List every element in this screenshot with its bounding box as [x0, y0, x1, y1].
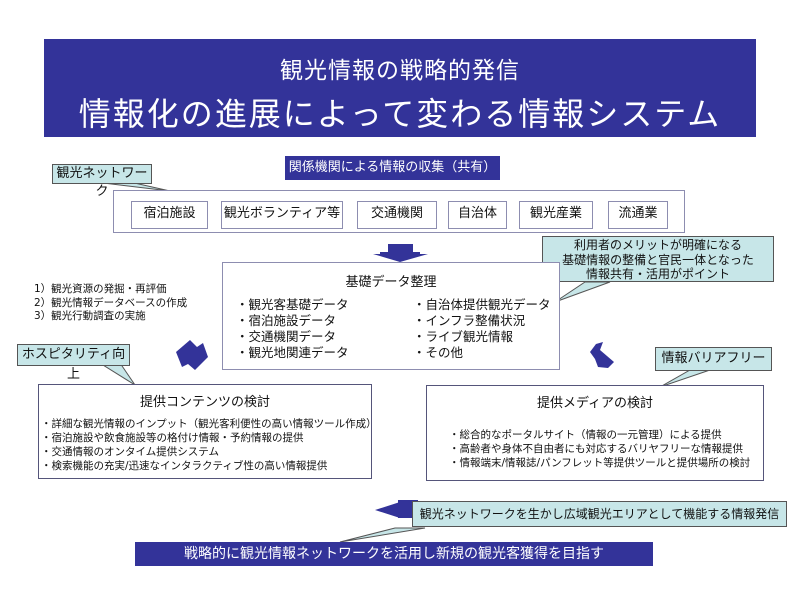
institutions-box: 宿泊施設 観光ボランティア等 交通機関 自治体 観光産業 流通業	[113, 190, 685, 233]
contents-title: 提供コンテンツの検討	[139, 395, 270, 410]
institution-transport: 交通機関	[357, 201, 437, 229]
page-subtitle: 観光情報の戦略的発信	[280, 58, 520, 84]
institution-tourism-industry: 観光産業	[519, 201, 593, 229]
institution-municipality: 自治体	[448, 201, 507, 229]
merit-line-1: 利用者のメリットが明確になる	[573, 238, 742, 252]
barrier-free-callout: 情報バリアフリー	[655, 347, 772, 371]
institution-lodging: 宿泊施設	[131, 201, 208, 229]
institution-volunteers: 観光ボランティア等	[221, 201, 343, 229]
contents-box: 提供コンテンツの検討 ・詳細な観光情報のインプット（観光客利便性の高い情報ツール…	[38, 384, 377, 479]
contents-item: ・宿泊施設や飲食施設等の格付け情報・予約情報の提供	[41, 432, 304, 444]
bidirectional-arrow-left-icon	[176, 340, 208, 370]
media-item: ・情報端末/情報誌/パンフレット等提供ツールと提供場所の検討	[449, 457, 751, 469]
area-callout: 観光ネットワークを生かし広域観光エリアとして機能する情報発信	[412, 501, 787, 527]
basic-data-item: ・宿泊施設データ	[236, 313, 337, 328]
basic-data-item: ・観光地関連データ	[236, 345, 349, 360]
note-item: 3）観光行動調査の実施	[34, 310, 146, 322]
basic-data-right-list: ・自治体提供観光データ ・インフラ整備状況 ・ライブ観光情報 ・その他	[413, 297, 551, 361]
merit-line-3: 情報共有・活用がポイント	[585, 267, 730, 281]
basic-data-item: ・交通機関データ	[236, 329, 337, 344]
media-item: ・総合的なポータルサイト（情報の一元管理）による提供	[449, 429, 722, 441]
down-arrow-icon	[373, 244, 428, 262]
contents-item: ・交通情報のオンタイム提供システム	[41, 446, 219, 458]
basic-data-item: ・観光客基礎データ	[236, 297, 349, 312]
bottom-arrow-icon	[375, 502, 400, 518]
media-box: 提供メディアの検討 ・総合的なポータルサイト（情報の一元管理）による提供 ・高齢…	[426, 385, 764, 481]
merit-line-2: 基礎情報の整備と官民一体となった	[562, 252, 754, 267]
basic-data-item: ・ライブ観光情報	[413, 329, 514, 344]
basic-data-left-list: ・観光客基礎データ ・宿泊施設データ ・交通機関データ ・観光地関連データ	[236, 297, 349, 361]
basic-data-item: ・インフラ整備状況	[413, 313, 526, 328]
media-item: ・高齢者や身体不自由者にも対応するバリヤフリーな情報提供	[449, 443, 743, 455]
note-item: 2）観光情報データベースの作成	[34, 296, 188, 309]
contents-list: ・詳細な観光情報のインプット（観光客利便性の高い情報ツール作成） ・宿泊施設や飲…	[41, 417, 377, 473]
merit-callout: 利用者のメリットが明確になる 基礎情報の整備と官民一体となった 情報共有・活用が…	[542, 236, 774, 282]
media-list: ・総合的なポータルサイト（情報の一元管理）による提供 ・高齢者や身体不自由者にも…	[449, 428, 750, 470]
contents-item: ・検索機能の充実/迅速なインタラクティブ性の高い情報提供	[41, 460, 328, 472]
collection-band: 関係機関による情報の収集（共有）	[285, 156, 500, 180]
title-banner: 観光情報の戦略的発信 情報化の進展によって変わる情報システム	[44, 39, 756, 137]
media-title: 提供メディアの検討	[536, 396, 654, 411]
bidirectional-arrow-right-icon	[590, 342, 614, 368]
contents-item: ・詳細な観光情報のインプット（観光客利便性の高い情報ツール作成）	[41, 418, 377, 430]
note-item: 1）観光資源の発掘・再評価	[34, 283, 167, 295]
institution-distribution: 流通業	[608, 201, 668, 229]
basic-data-title: 基礎データ整理	[345, 275, 437, 290]
merit-callout-tail	[554, 281, 611, 303]
basic-data-box: 基礎データ整理 ・観光客基礎データ ・宿泊施設データ ・交通機関データ ・観光地…	[222, 262, 560, 370]
hospitality-callout: ホスピタリティ向上	[17, 344, 130, 382]
network-callout: 観光ネットワーク	[52, 164, 152, 199]
left-notes: 1）観光資源の発掘・再評価 2）観光情報データベースの作成 3）観光行動調査の実…	[34, 283, 224, 324]
basic-data-item: ・その他	[413, 345, 464, 360]
page-title: 情報化の進展によって変わる情報システム	[78, 95, 722, 133]
bottom-goal-band: 戦略的に観光情報ネットワークを活用し新規の観光客獲得を目指す	[135, 542, 653, 566]
basic-data-item: ・自治体提供観光データ	[413, 297, 551, 312]
area-callout-tail	[339, 527, 426, 543]
